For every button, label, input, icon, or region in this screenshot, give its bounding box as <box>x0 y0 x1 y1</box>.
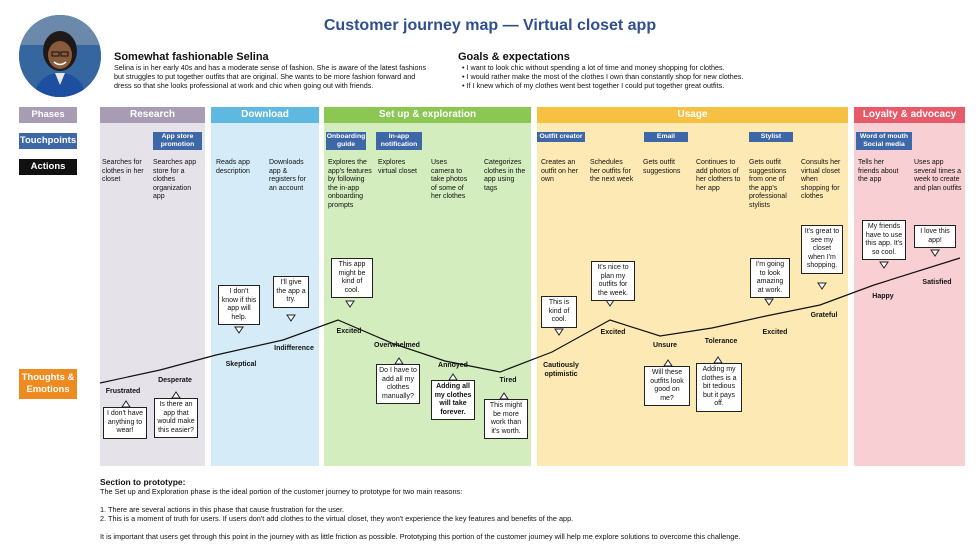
action-item: Searches for clothes in her closet <box>102 159 144 183</box>
goal-item: • I want to look chic without spending a… <box>462 63 725 72</box>
action-item: Continues to add photos of her clothers … <box>696 159 741 192</box>
goal-item: • If I knew which of my clothes went bes… <box>462 81 725 90</box>
phase-header-download: Download <box>211 107 319 123</box>
thought-bubble: Is there an app that would make this eas… <box>154 398 198 438</box>
touchpoint-word-of-mouth: Word of mouth Social media <box>856 132 912 150</box>
phase-header-research: Research <box>100 107 205 123</box>
emotion-label: Excited <box>762 329 788 336</box>
thought-bubble: This is kind of cool. <box>541 296 577 328</box>
action-item: Reads app description <box>216 159 250 175</box>
action-item: Gets outfit suggestions from one of the … <box>749 159 787 209</box>
persona-avatar <box>19 15 101 97</box>
section-reason: 1. There are several actions in this pha… <box>100 505 345 514</box>
action-item: Explores virtual closet <box>378 159 417 175</box>
touchpoint-onboarding: Onboarding guide <box>326 132 366 150</box>
phase-header-loyalty: Loyalty & advocacy <box>854 107 965 123</box>
persona-name: Somewhat fashionable Selina <box>114 51 269 63</box>
emotion-label: Overwhelmed <box>374 342 420 349</box>
row-label-thoughts: Thoughts & Emotions <box>19 369 77 399</box>
action-item: Uses app several times a week to create … <box>914 159 962 192</box>
action-item: Categorizes clothes in the app using tag… <box>484 159 526 192</box>
goal-item-text: I would rather make the most of the clot… <box>466 72 744 81</box>
action-item: Uses camera to take photos of some of he… <box>431 159 468 200</box>
section-intro: The Set up and Exploration phase is the … <box>100 487 463 496</box>
action-item: Searches app store for a clothes organiz… <box>153 159 197 200</box>
phase-header-usage: Usage <box>537 107 848 123</box>
action-item: Schedules her outfits for the next week <box>590 159 634 183</box>
goal-item-text: I want to look chic without spending a l… <box>466 63 725 72</box>
action-item: Consults her virtual closet when shoppin… <box>801 159 841 200</box>
thought-bubble: Do I have to add all my clothes manually… <box>376 364 420 404</box>
emotion-label: Annoyed <box>438 362 468 369</box>
thought-bubble: Adding all my clothes will take forever. <box>431 380 475 420</box>
thought-bubble: This might be more work than it's worth. <box>484 399 528 439</box>
touchpoint-in-app-notification: In-app notification <box>376 132 422 150</box>
phase-header-setup: Set up & exploration <box>324 107 531 123</box>
persona-bio: Selina is in her early 40s and has a mod… <box>114 63 427 90</box>
goal-item-text: If I knew which of my clothes went best … <box>466 81 725 90</box>
thought-bubble: It's great to see my closet when I'm sho… <box>801 225 843 274</box>
thought-bubble: This app might be kind of cool. <box>331 258 373 298</box>
action-item: Downloads app & registers for an account <box>269 159 306 192</box>
emotion-label: Excited <box>600 329 626 336</box>
phase-column-usage <box>537 107 848 466</box>
thought-bubble: I love this app! <box>914 225 956 248</box>
row-label-phases: Phases <box>19 107 77 123</box>
emotion-label: Tolerance <box>704 338 738 345</box>
emotion-label: Unsure <box>652 342 678 349</box>
emotion-label: Tired <box>499 377 517 384</box>
emotion-label: Excited <box>336 328 362 335</box>
emotion-label: Indifference <box>274 345 314 352</box>
prototype-section: Section to prototype: The Set up and Exp… <box>100 477 920 542</box>
action-item: Explores the app's features by following… <box>328 159 372 209</box>
emotion-label: Satisfied <box>922 279 952 286</box>
emotion-label: Frustrated <box>105 388 141 395</box>
thought-bubble: I don't know if this app will help. <box>218 285 260 325</box>
touchpoint-outfit-creator: Outfit creator <box>537 132 585 142</box>
emotion-label: Desperate <box>158 377 192 384</box>
thought-bubble: It's nice to plan my outfits for the wee… <box>591 261 635 301</box>
action-item: Creates an outfit on her own <box>541 159 578 183</box>
touchpoint-stylist: Stylist <box>749 132 793 142</box>
goal-item: • I would rather make the most of the cl… <box>462 72 744 81</box>
section-heading: Section to prototype: <box>100 477 186 487</box>
emotion-label: Grateful <box>810 312 838 319</box>
person-icon <box>19 15 101 97</box>
touchpoint-email: Email <box>644 132 688 142</box>
goals-list: • I want to look chic without spending a… <box>462 63 902 90</box>
emotion-label: Cautiously optimistic <box>543 362 579 378</box>
thought-bubble: I'm going to look amazing at work. <box>750 258 790 298</box>
page-title: Customer journey map — Virtual closet ap… <box>323 17 657 34</box>
action-item: Tells her friends about the app <box>858 159 899 183</box>
thought-bubble: Adding my clothes is a bit tedious but i… <box>696 363 742 412</box>
phase-column-loyalty <box>854 107 965 466</box>
thought-bubble: I'll give the app a try. <box>273 276 309 308</box>
emotion-label: Happy <box>872 293 894 300</box>
emotion-label: Skeptical <box>225 361 257 368</box>
touchpoint-app-store: App store promotion <box>153 132 202 150</box>
goals-heading: Goals & expectations <box>458 51 570 63</box>
row-label-actions: Actions <box>19 159 77 175</box>
thought-bubble: Will these outfits look good on me? <box>644 366 690 406</box>
section-closing: It is important that users get through t… <box>100 532 741 541</box>
thought-bubble: I don't have anything to wear! <box>103 407 147 439</box>
action-item: Gets outfit suggestions <box>643 159 681 175</box>
thought-bubble: My friends have to use this app. It's so… <box>862 220 906 260</box>
row-label-touchpoints: Touchpoints <box>19 133 77 149</box>
section-reason: 2. This is a moment of truth for users. … <box>100 514 574 523</box>
